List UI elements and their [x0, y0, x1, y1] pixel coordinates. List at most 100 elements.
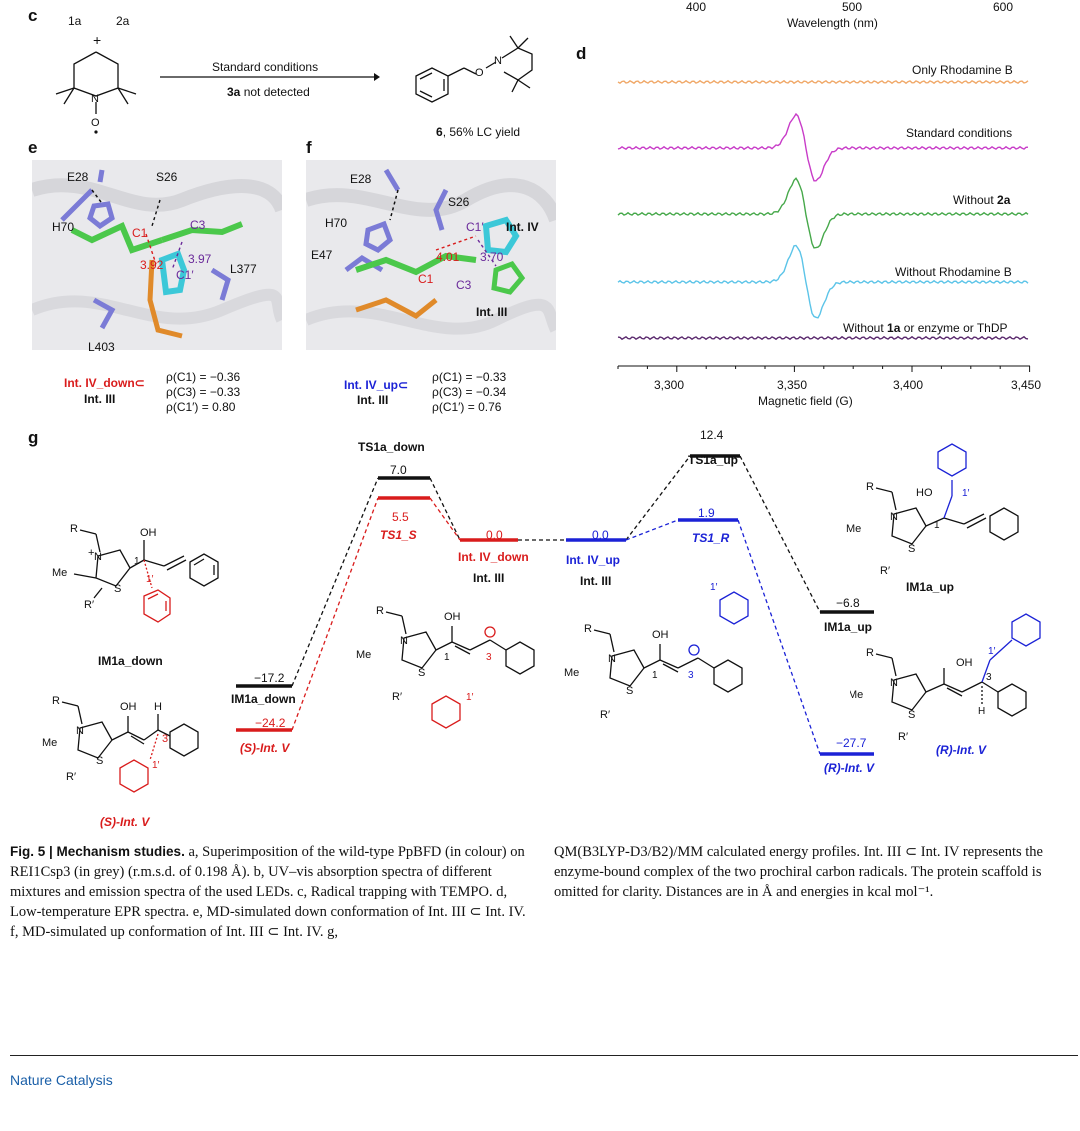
distance-3-92: 3.92 — [140, 258, 164, 272]
level-name-int-iv-down: Int. IV_down — [458, 550, 529, 564]
level-value-int-iv-up: 0.0 — [592, 528, 609, 542]
svg-text:Me: Me — [564, 667, 579, 679]
svg-text:Me: Me — [42, 737, 57, 749]
epr-trace-label-5-bold: 1a — [887, 321, 901, 335]
svg-text:R: R — [866, 647, 874, 659]
residue-s26-down: S26 — [156, 170, 178, 184]
atom-c1prime-down: C1′ — [176, 268, 194, 282]
svg-text:OH: OH — [652, 629, 669, 641]
energy-connector — [737, 519, 821, 755]
structure-label-im1a-up: IM1a_up — [906, 580, 955, 594]
level-name-ts1a-down: TS1a_down — [358, 440, 425, 454]
radical-pair-up-structure: R N S Me R′ OH 1 3 1′ — [564, 582, 749, 721]
plus-sign: + — [93, 32, 102, 48]
svg-text:1: 1 — [134, 556, 140, 567]
journal-name-link[interactable]: Nature Catalysis — [10, 1072, 113, 1088]
atom-c1-down: C1 — [132, 226, 148, 240]
svg-text:Me: Me — [356, 649, 371, 661]
residue-e47: E47 — [311, 248, 333, 262]
energy-levels — [236, 454, 874, 756]
svg-text:3: 3 — [986, 672, 992, 683]
svg-text:H: H — [978, 706, 985, 717]
md-snapshot-up — [306, 160, 556, 350]
energy-connector — [291, 477, 379, 687]
level-value-im1a-down: −17.2 — [254, 671, 285, 685]
epr-plot — [617, 79, 1031, 372]
panel-f-rho-c1prime: ρ(C1′) = 0.76 — [432, 400, 502, 414]
im1a-down-structure: R + N S Me R′ OH 1 1′ — [52, 523, 219, 623]
panel-e-rho-c1prime: ρ(C1′) = 0.80 — [166, 400, 236, 414]
distance-4-01: 4.01 — [436, 250, 460, 264]
product-n-label: N — [494, 55, 502, 67]
level-value-s-int-v: −24.2 — [255, 716, 286, 730]
svg-text:N: N — [608, 653, 616, 665]
residue-l403: L403 — [88, 340, 115, 354]
svg-text:3: 3 — [162, 733, 168, 745]
level-value-ts1a-down: 7.0 — [390, 463, 407, 477]
svg-text:Me: Me — [850, 689, 863, 701]
panel-label-e: e — [28, 138, 38, 157]
svg-text:Me: Me — [846, 523, 861, 535]
svg-text:R′: R′ — [66, 771, 76, 783]
svg-text:S: S — [96, 755, 103, 767]
energy-connector — [429, 497, 461, 541]
top-axis-tick-600: 600 — [993, 0, 1014, 14]
svg-text:+: + — [88, 547, 94, 559]
caption-left-text: a, Superimposition of the wild-type PpBF… — [10, 844, 526, 940]
residue-s26-up: S26 — [448, 195, 470, 209]
product-caption-rest: , 56% LC yield — [442, 125, 521, 139]
epr-trace-label-3: Without 2a — [953, 193, 1010, 207]
svg-text:S: S — [626, 685, 633, 697]
svg-text:1′: 1′ — [146, 574, 154, 585]
level-name-ts1a-up: TS1a_up — [688, 453, 739, 467]
energy-connectors — [291, 455, 821, 755]
epr-trace-label-4: Without Rhodamine B — [895, 265, 1012, 279]
svg-text:S: S — [418, 667, 425, 679]
radical-pair-down-structure: R N S Me R′ OH 1 3 1′ — [356, 605, 535, 729]
level-value-ts1-s: 5.5 — [392, 510, 409, 524]
level-name-r-int-v: (R)-Int. V — [824, 761, 874, 775]
svg-text:3: 3 — [486, 652, 492, 663]
epr-trace-4 — [617, 244, 1029, 319]
reactant-2a-label: 2a — [116, 14, 130, 28]
panel-f-int-iv-label: Int. IV — [506, 220, 539, 234]
residue-h70-up: H70 — [325, 216, 348, 230]
arrow-bottom-rest: not detected — [240, 85, 310, 99]
tempo-o-label: O — [91, 117, 100, 129]
panel-label-g: g — [28, 428, 39, 447]
svg-text:R: R — [866, 481, 874, 493]
svg-text:S: S — [114, 583, 121, 595]
tempo-n-label: N — [91, 93, 99, 105]
epr-ticks — [617, 366, 1031, 372]
level-value-r-int-v: −27.7 — [836, 736, 867, 750]
svg-text:N: N — [76, 725, 84, 737]
footer-rule — [10, 1055, 1078, 1056]
level-value-int-iv-down: 0.0 — [486, 528, 503, 542]
epr-trace-label-1: Only Rhodamine B — [912, 63, 1013, 77]
level-name-im1a-up: IM1a_up — [824, 620, 873, 634]
level-value-im1a-up: −6.8 — [836, 596, 860, 610]
svg-text:R′: R′ — [898, 731, 908, 743]
svg-text:OH: OH — [120, 701, 137, 713]
level-sub-int-iv-down: Int. III — [473, 571, 505, 585]
atom-c3-down: C3 — [190, 218, 206, 232]
energy-connector — [429, 477, 461, 541]
svg-text:1: 1 — [444, 652, 450, 663]
product-o-label: O — [475, 67, 484, 79]
svg-text:S: S — [908, 543, 915, 555]
svg-text:1′: 1′ — [962, 488, 970, 499]
structure-label-s-int-v: (S)-Int. V — [100, 815, 150, 829]
svg-text:1: 1 — [652, 670, 658, 681]
svg-text:1′: 1′ — [466, 692, 474, 703]
product-6-structure: O N — [415, 35, 533, 103]
panel-f-int-iii-label: Int. III — [476, 305, 508, 319]
svg-text:R: R — [376, 605, 384, 617]
panel-e-rho-c3: ρ(C3) = −0.33 — [166, 385, 241, 399]
atom-c1-up: C1 — [418, 272, 434, 286]
epr-trace-label-5: Without 1a or enzyme or ThDP — [843, 321, 1008, 335]
svg-text:R′: R′ — [84, 599, 94, 611]
product-caption-bold: 6 — [436, 125, 443, 139]
svg-text:R′: R′ — [880, 565, 890, 577]
svg-text:1: 1 — [934, 520, 940, 531]
panel-e-title-black: Int. III — [84, 392, 116, 406]
